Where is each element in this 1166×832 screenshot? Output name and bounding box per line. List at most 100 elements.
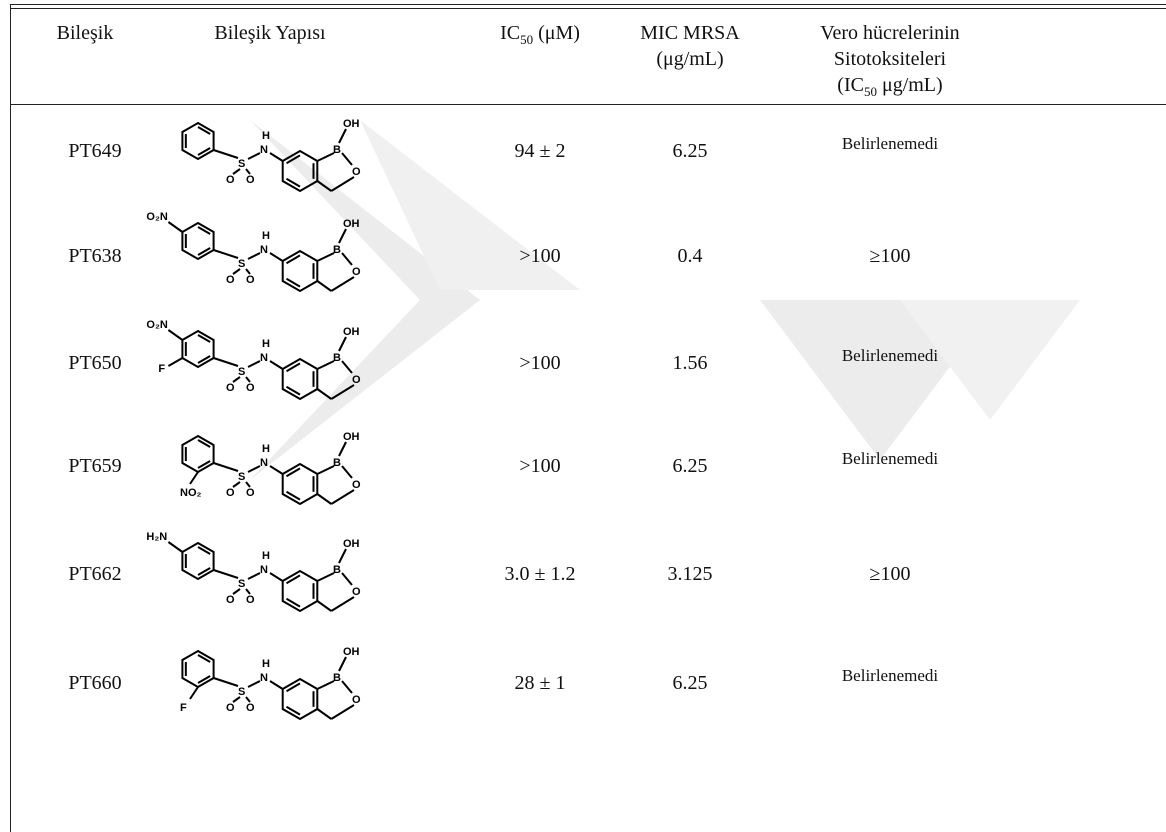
aromatic-bond (197, 126, 211, 135)
aromatic-bond (285, 490, 301, 501)
hydroxyl-label: OH (343, 538, 360, 550)
aromatic-bond (285, 254, 301, 265)
benzoxaborole-ring (281, 249, 319, 293)
bond-line (338, 336, 347, 352)
bond-line (167, 541, 183, 553)
bond-line (167, 357, 183, 367)
bond-line (341, 360, 353, 374)
mic-value: 0.4 (677, 245, 703, 267)
hydroxyl-label: OH (343, 646, 360, 658)
sulfonyl-bond (245, 696, 251, 703)
sulfonyl-bond (245, 481, 251, 488)
bond-line (316, 572, 335, 582)
benzoxaborole-ring (281, 357, 319, 401)
sulfur-atom-label: S (238, 258, 245, 270)
oxygen-atom-label: O (246, 174, 255, 186)
mic-value: 3.125 (667, 563, 713, 585)
aryl-ring (181, 541, 215, 581)
aromatic-bond (197, 147, 211, 156)
bond-line (213, 462, 239, 472)
substituent-label: NO₂ (180, 487, 202, 499)
ic50-value: 28 ± 1 (514, 672, 566, 694)
compound-name: PT662 (68, 563, 122, 585)
oxygen-atom-label: O (246, 274, 255, 286)
hydrogen-atom-label: H (262, 550, 270, 562)
mic-value: 6.25 (672, 455, 708, 477)
bond-line (269, 465, 284, 475)
bond-line (269, 680, 284, 690)
aromatic-bond (285, 467, 301, 478)
sulfonyl-bond (245, 588, 251, 595)
bond-line (330, 704, 355, 720)
aromatic-bond (285, 362, 301, 373)
bond-line (213, 249, 239, 259)
header-ic50: IC50 (μM) (500, 22, 580, 47)
boron-atom-label: B (333, 672, 341, 684)
hydroxyl-label: OH (343, 326, 360, 338)
boron-atom-label: B (333, 564, 341, 576)
bond-line (247, 152, 261, 160)
bond-line (269, 152, 284, 162)
aromatic-bond (285, 177, 301, 188)
boron-atom-label: B (333, 352, 341, 364)
sulfonyl-bond (245, 376, 251, 383)
ic50-value: 3.0 ± 1.2 (504, 563, 576, 585)
oxygen-atom-label: O (352, 479, 361, 491)
aromatic-bond (285, 574, 301, 585)
table-top-rule (10, 4, 1166, 5)
bond-line (189, 686, 199, 700)
sulfonyl-bond (232, 481, 241, 488)
bond-line (330, 596, 355, 612)
ic50-value: >100 (519, 245, 561, 267)
substituent-label: O₂N (146, 211, 167, 223)
oxygen-atom-label: O (246, 702, 255, 714)
header-structure: Bileşik Yapısı (214, 22, 326, 44)
substituent-label: F (158, 363, 165, 375)
bond-line (316, 180, 332, 192)
nitrogen-atom-label: N (260, 672, 268, 684)
bond-line (269, 252, 284, 262)
bond-line (341, 252, 353, 266)
cytotoxicity-value: Belirlenemedi (841, 346, 939, 365)
cytotoxicity-value: Belirlenemedi (841, 666, 939, 685)
boron-atom-label: B (333, 244, 341, 256)
header-mic: MIC MRSA(μg/mL) (640, 22, 740, 70)
sulfur-atom-label: S (238, 158, 245, 170)
bond-line (167, 221, 183, 233)
bond-line (338, 548, 347, 564)
oxygen-atom-label: O (246, 594, 255, 606)
aryl-ring (181, 329, 215, 369)
table-top-rule-2 (10, 8, 1166, 9)
cytotoxicity-value: Belirlenemedi (841, 449, 939, 468)
benzoxaborole-ring (281, 569, 319, 613)
boron-atom-label: B (333, 144, 341, 156)
ic50-value: >100 (519, 455, 561, 477)
aryl-ring (181, 434, 215, 474)
bond-line (247, 360, 261, 368)
sulfur-atom-label: S (238, 686, 245, 698)
hydrogen-atom-label: H (262, 443, 270, 455)
compound-name: PT650 (68, 352, 122, 374)
bond-line (338, 228, 347, 244)
aromatic-bond (285, 277, 301, 288)
bond-line (341, 572, 353, 586)
aryl-ring (181, 121, 215, 161)
bond-line (341, 152, 353, 166)
substituent-label: F (180, 702, 187, 714)
bond-line (213, 357, 239, 367)
sulfonyl-bond (232, 376, 241, 383)
bond-line (213, 569, 239, 579)
aromatic-bond (285, 154, 301, 165)
nitrogen-atom-label: N (260, 244, 268, 256)
bond-line (247, 465, 261, 473)
benzoxaborole-ring (281, 677, 319, 721)
